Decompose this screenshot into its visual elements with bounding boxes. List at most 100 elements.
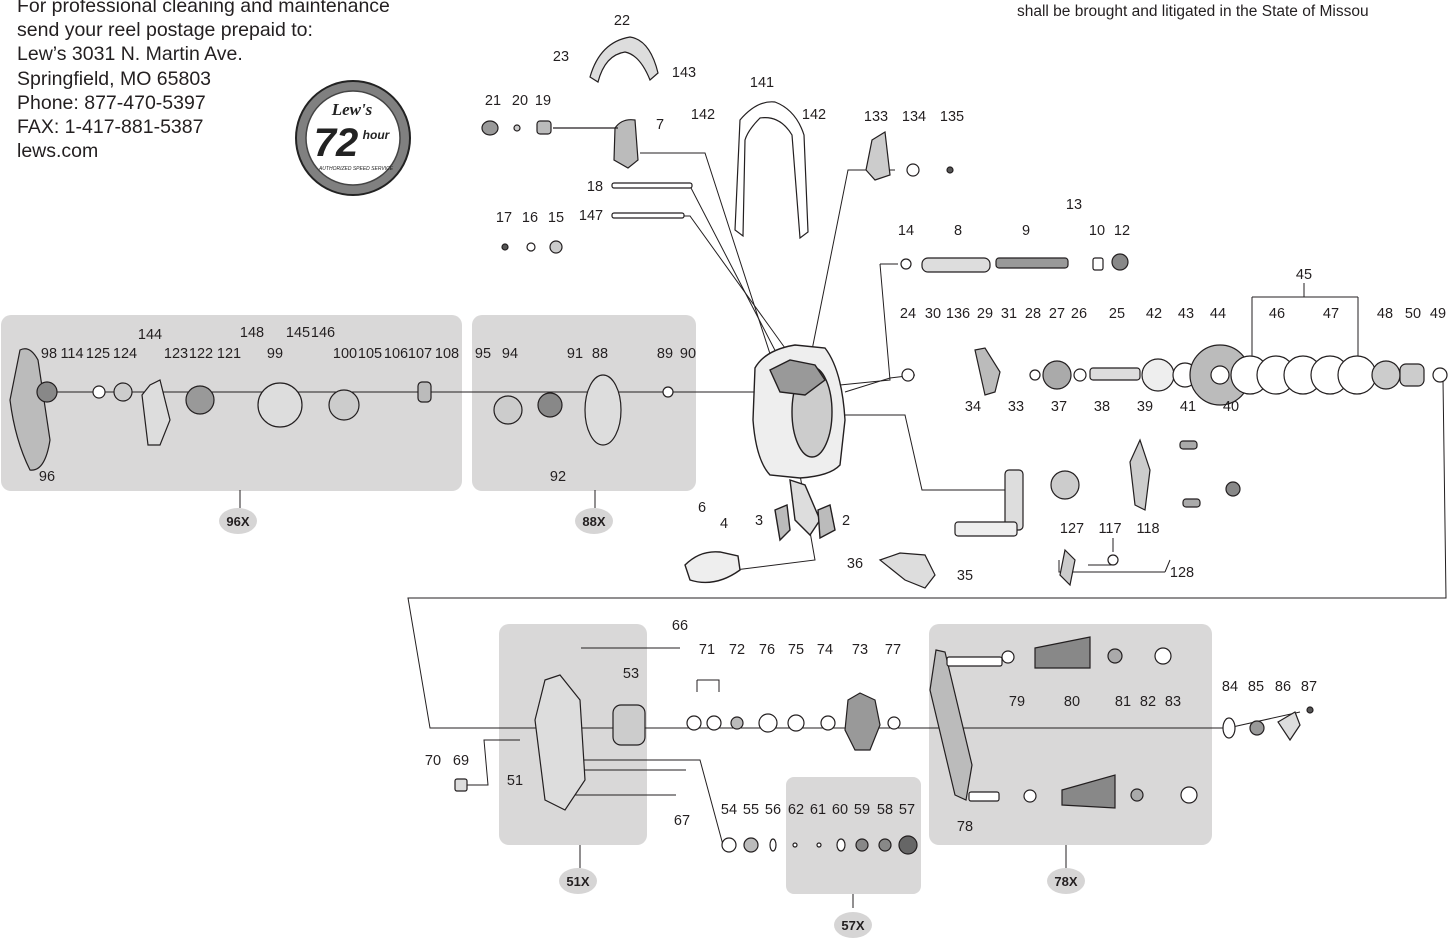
part-number-label: 99 xyxy=(267,346,283,362)
part-number-label: 38 xyxy=(1094,399,1110,415)
logo-word: hour xyxy=(363,128,391,142)
part-number-label: 86 xyxy=(1275,679,1291,695)
group-panel-57x xyxy=(786,777,921,894)
logo-tagline: AUTHORIZED SPEED SERVICE xyxy=(318,166,394,172)
part-number-label: 55 xyxy=(743,802,759,818)
part-number-label: 60 xyxy=(832,802,848,818)
contact-line: FAX: 1-417-881-5387 xyxy=(17,116,204,139)
group-badge-shape xyxy=(1047,868,1085,894)
part-number-label: 23 xyxy=(553,49,569,65)
part-number-label: 70 xyxy=(425,753,441,769)
group-badge-shape xyxy=(834,912,872,938)
part-number-label: 54 xyxy=(721,802,737,818)
part-number-label: 127 xyxy=(1060,521,1084,537)
part-number-label: 88 xyxy=(592,346,608,362)
part-number-label: 74 xyxy=(817,642,833,658)
part-number-label: 106 xyxy=(384,346,408,362)
part-number-label: 84 xyxy=(1222,679,1238,695)
part-number-label: 81 xyxy=(1115,694,1131,710)
part-number-label: 122 xyxy=(189,346,213,362)
part-number-label: 31 xyxy=(1001,306,1017,322)
part-number-label: 50 xyxy=(1405,306,1421,322)
part-number-label: 34 xyxy=(965,399,981,415)
part-number-label: 76 xyxy=(759,642,775,658)
part-number-label: 79 xyxy=(1009,694,1025,710)
part-number-label: 121 xyxy=(217,346,241,362)
part-number-label: 61 xyxy=(810,802,826,818)
part-number-label: 44 xyxy=(1210,306,1226,322)
part-number-label: 12 xyxy=(1114,223,1130,239)
lews-72-hour-logo: Lew's 72 hour AUTHORIZED SPEED SERVICE xyxy=(295,80,411,196)
part-number-label: 114 xyxy=(60,346,83,362)
part-number-label: 91 xyxy=(567,346,583,362)
main-frame-body xyxy=(684,344,846,584)
part-number-label: 147 xyxy=(579,208,603,224)
part-number-label: 124 xyxy=(113,346,137,362)
part-number-label: 25 xyxy=(1109,306,1125,322)
leader-lines xyxy=(20,152,1447,908)
group-badge-label: 51X xyxy=(566,874,589,889)
logo-number: 72 xyxy=(314,121,359,165)
part-number-label: 28 xyxy=(1025,306,1041,322)
part-number-label: 95 xyxy=(475,346,491,362)
group-badge-shape xyxy=(575,508,613,534)
part-number-label: 10 xyxy=(1089,223,1105,239)
part-number-label: 123 xyxy=(164,346,188,362)
part-number-label: 8 xyxy=(954,223,962,239)
part-number-label: 98 xyxy=(41,346,57,362)
part-number-label: 92 xyxy=(550,469,566,485)
part-number-label: 36 xyxy=(847,556,863,572)
part-number-label: 41 xyxy=(1180,399,1196,415)
logo-brand: Lew's xyxy=(331,100,373,119)
group-badge: 57X xyxy=(834,912,872,938)
part-number-label: 66 xyxy=(672,618,688,634)
part-number-label: 58 xyxy=(877,802,893,818)
part-number-label: 141 xyxy=(750,75,774,91)
group-panel-88x xyxy=(472,315,696,491)
part-number-label: 2 xyxy=(842,513,850,529)
group-badge-label: 78X xyxy=(1054,874,1077,889)
part-number-label: 69 xyxy=(453,753,469,769)
part-number-label: 45 xyxy=(1296,267,1312,283)
part-number-label: 133 xyxy=(864,109,888,125)
part-number-label: 56 xyxy=(765,802,781,818)
service-address-block: For professional cleaning and maintenanc… xyxy=(17,0,477,163)
part-number-label: 107 xyxy=(408,346,432,362)
part-number-label: 13 xyxy=(1066,197,1082,213)
part-number-label: 82 xyxy=(1140,694,1156,710)
part-number-label: 143 xyxy=(672,65,696,81)
part-number-label: 9 xyxy=(1022,223,1030,239)
part-number-label: 29 xyxy=(977,306,993,322)
part-number-label: 21 xyxy=(485,93,501,109)
part-number-label: 33 xyxy=(1008,399,1024,415)
part-number-label: 77 xyxy=(885,642,901,658)
part-number-label: 47 xyxy=(1323,306,1339,322)
part-number-label: 75 xyxy=(788,642,804,658)
part-number-label: 27 xyxy=(1049,306,1065,322)
part-number-label: 142 xyxy=(691,107,715,123)
group-badge: 88X xyxy=(575,508,613,534)
frame-parts xyxy=(481,36,954,254)
contact-line: send your reel postage prepaid to: xyxy=(17,19,313,42)
handle-side-parts xyxy=(454,438,1314,855)
group-badge-label: 88X xyxy=(582,514,605,529)
part-number-label: 26 xyxy=(1071,306,1087,322)
part-number-label: 96 xyxy=(39,469,55,485)
part-number-label: 145 xyxy=(286,325,310,341)
part-number-label: 117 xyxy=(1098,521,1121,537)
gear-train xyxy=(900,253,1448,406)
group-panel-96x xyxy=(1,315,462,491)
part-number-label: 17 xyxy=(496,210,512,226)
group-badge: 78X xyxy=(1047,868,1085,894)
part-number-label: 14 xyxy=(898,223,914,239)
contact-line: Springfield, MO 65803 xyxy=(17,67,212,90)
part-number-label: 78 xyxy=(957,819,973,835)
part-number-label: 46 xyxy=(1269,306,1285,322)
part-number-label: 94 xyxy=(502,346,518,362)
part-number-label: 37 xyxy=(1051,399,1067,415)
contact-line: Phone: 877-470-5397 xyxy=(17,91,206,114)
part-number-label: 6 xyxy=(698,500,706,516)
part-number-label: 67 xyxy=(674,813,690,829)
part-number-label: 118 xyxy=(1136,521,1159,537)
